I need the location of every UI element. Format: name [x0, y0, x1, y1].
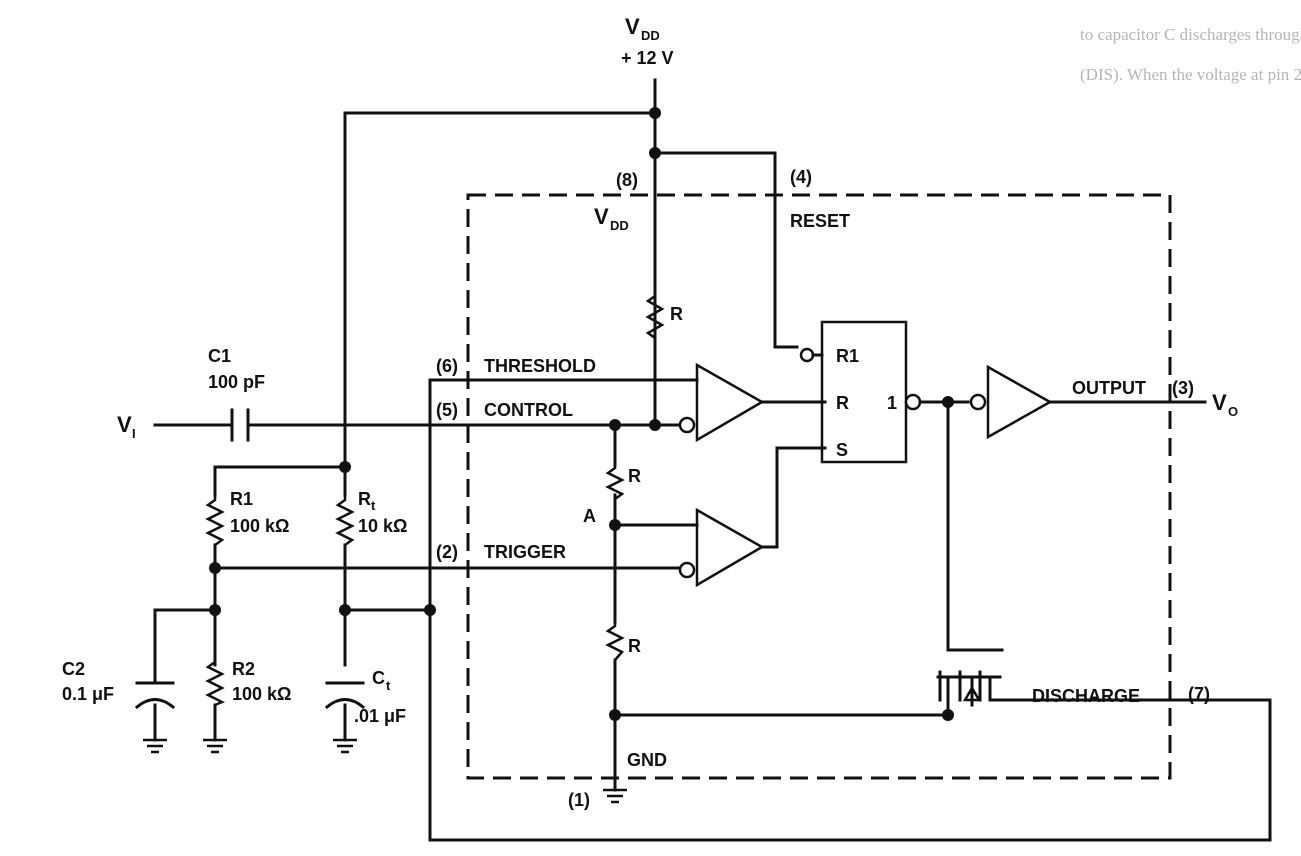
r1-value: 100 kΩ [230, 516, 289, 536]
pin8-label: (8) [616, 170, 638, 190]
svg-text:+ 12 V: + 12 V [621, 48, 674, 68]
ground-r2 [203, 738, 227, 754]
reset-label: RESET [790, 211, 850, 231]
trigger-to-ff-wire [760, 446, 827, 549]
svg-text:V: V [594, 204, 609, 229]
ground-c2 [143, 738, 167, 754]
c2-value: 0.1 μF [62, 684, 114, 704]
resistor-rt [335, 495, 355, 547]
threshold-label: THRESHOLD [484, 356, 596, 376]
svg-text:V: V [1212, 390, 1227, 415]
vi-label: V I [117, 412, 136, 441]
threshold-comparator [678, 362, 765, 443]
pin2-label: (2) [436, 542, 458, 562]
r2-value: 100 kΩ [232, 684, 291, 704]
trigger-label: TRIGGER [484, 542, 566, 562]
svg-text:R: R [358, 489, 371, 509]
svg-text:O: O [1228, 404, 1238, 419]
resistor-r2 [205, 658, 225, 707]
comparator-inverting-bubble [678, 416, 696, 434]
vdd-inside-label: V DD [594, 204, 629, 233]
r2-name: R2 [232, 659, 255, 679]
svg-text:t: t [386, 678, 391, 693]
reset-wire [653, 151, 799, 349]
output-label: OUTPUT [1072, 378, 1146, 398]
svg-text:(DIS). When the voltage at pin: (DIS). When the voltage at pin 2 reaches… [1080, 65, 1301, 84]
svg-text:V: V [625, 14, 640, 39]
ground-pin1 [603, 788, 627, 804]
internal-resistor-r-bottom [605, 620, 625, 661]
rt-value: 10 kΩ [358, 516, 407, 536]
ff-r1-label: R1 [836, 346, 859, 366]
pin6-label: (6) [436, 356, 458, 376]
reset-bubble [799, 347, 815, 363]
internal-resistor-r-top [645, 290, 665, 342]
ff-q-label: 1 [887, 393, 897, 413]
ic-boundary [466, 193, 1172, 780]
ct-value: .01 μF [354, 706, 406, 726]
q-bubble [904, 393, 922, 411]
discharge-transistor [936, 648, 1002, 717]
c2-plate-bottom [134, 698, 176, 710]
ct-plate-bottom [324, 698, 366, 710]
svg-text:DD: DD [610, 218, 629, 233]
c1-name: C1 [208, 346, 231, 366]
discharge-gate-wire [946, 400, 1004, 652]
internal-r-bottom-label: R [628, 636, 641, 656]
pin5-label: (5) [436, 400, 458, 420]
vo-label: V O [1212, 390, 1238, 419]
internal-resistor-r-mid [605, 463, 625, 501]
output-buffer [969, 364, 1053, 440]
ct-name: C t [372, 668, 391, 693]
capacitor-c1-plates [230, 408, 250, 442]
pin3-label: (3) [1172, 378, 1194, 398]
gnd-label: GND [627, 750, 667, 770]
internal-r-top-label: R [670, 304, 683, 324]
svg-text:DD: DD [641, 28, 660, 43]
rt-name: R t [358, 489, 376, 513]
svg-text:C: C [372, 668, 385, 688]
svg-text:to capacitor C discharges thr: to capacitor C discharges through the di… [1080, 25, 1301, 44]
background-text: to capacitor C discharges through the di… [1080, 25, 1301, 84]
pin4-label: (4) [790, 167, 812, 187]
node-a-label: A [583, 506, 596, 526]
svg-text:I: I [132, 426, 136, 441]
threshold-discharge-loop [428, 378, 1272, 842]
c2-name: C2 [62, 659, 85, 679]
trigger-comparator [678, 507, 765, 588]
vdd-supply-label: V DD + 12 V [621, 14, 674, 68]
control-label: CONTROL [484, 400, 573, 420]
flip-flop [820, 320, 908, 464]
ff-s-label: S [836, 440, 848, 460]
junction-dots [209, 107, 954, 721]
comparator-inverting-bubble [678, 561, 696, 579]
discharge-label: DISCHARGE [1032, 686, 1140, 706]
internal-r-mid-label: R [628, 466, 641, 486]
c1-value: 100 pF [208, 372, 265, 392]
svg-text:V: V [117, 412, 132, 437]
pin7-label: (7) [1188, 684, 1210, 704]
svg-text:t: t [371, 498, 376, 513]
ff-r-label: R [836, 393, 849, 413]
pin1-label: (1) [568, 790, 590, 810]
ground-ct [333, 738, 357, 754]
resistor-r1 [205, 495, 225, 547]
r1-name: R1 [230, 489, 253, 509]
